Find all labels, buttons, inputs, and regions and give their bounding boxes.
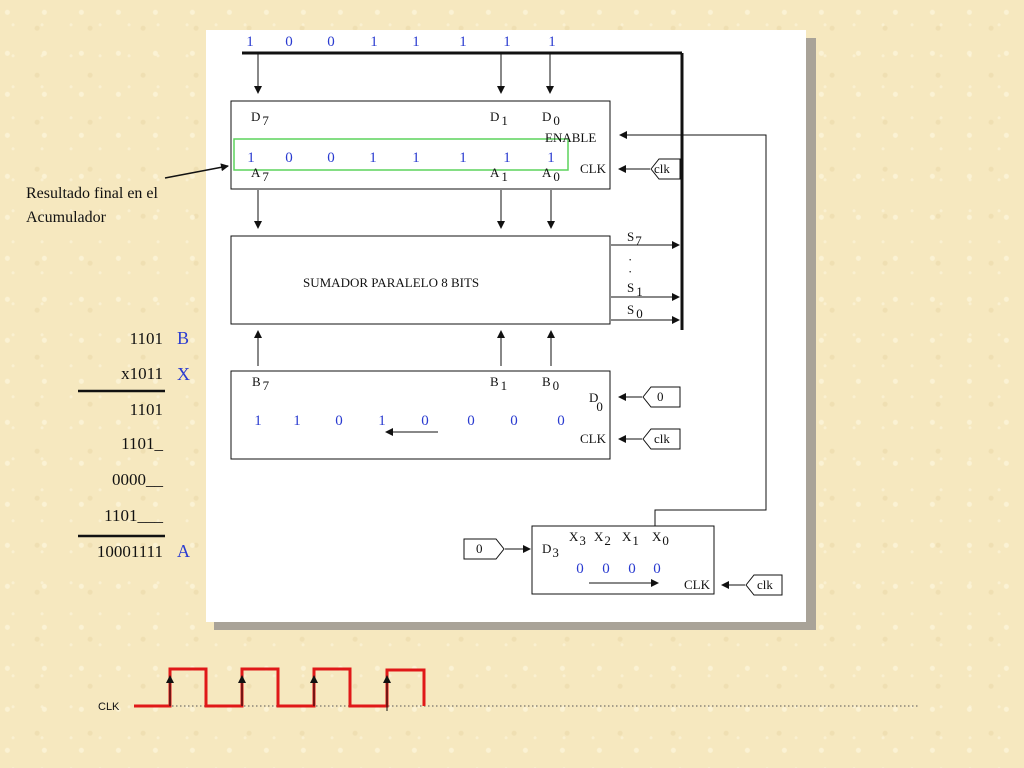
mult-label: A	[177, 541, 190, 561]
b-bit: 0	[421, 413, 429, 429]
accumulator-bits: 1 0 0 1 1 1 1 1	[247, 150, 555, 166]
mult-row: 10001111	[97, 542, 163, 561]
note-line-1: Resultado final en el	[26, 185, 159, 202]
acc-to-adder-arrows	[254, 190, 555, 229]
acc-bit: 1	[369, 150, 377, 166]
b-bit: 1	[254, 413, 262, 429]
top-bits: 1 0 0 1 1 1 1 1	[246, 34, 556, 50]
clk-tag: clk	[654, 431, 670, 446]
b-bit: 0	[335, 413, 343, 429]
acc-bit: 1	[247, 150, 255, 166]
feedback-bus	[242, 51, 684, 330]
mult-row: 1101	[130, 400, 163, 419]
x3-label: X3	[569, 529, 586, 548]
x1-label: X1	[622, 529, 639, 548]
x-bit: 0	[653, 561, 661, 577]
x-serial-input: 0	[463, 538, 531, 560]
mult-row: x1011	[121, 364, 163, 383]
acc-bit: 1	[547, 150, 555, 166]
top-bit: 1	[459, 34, 467, 50]
x-register-labels: X3 X2 X1 X0 D3 CLK	[542, 529, 711, 592]
x-bit: 0	[602, 561, 610, 577]
clk-tag: clk	[757, 577, 773, 592]
top-bit: 1	[370, 34, 378, 50]
acc-bit: 1	[503, 150, 511, 166]
mult-label: B	[177, 328, 189, 348]
top-bit: 0	[285, 34, 293, 50]
note-line-2: Acumulador	[26, 209, 107, 226]
s-dot: ·	[628, 252, 632, 267]
top-bit: 1	[246, 34, 254, 50]
x2-label: X2	[594, 529, 611, 548]
x-clk-label: CLK	[684, 577, 711, 592]
s-dot: ·	[628, 264, 632, 279]
b-register-bits: 1 1 0 1 0 0 0 0	[254, 413, 565, 429]
mult-row: 1101	[130, 329, 163, 348]
b-clk-label: CLK	[580, 431, 607, 446]
acc-bit: 0	[285, 150, 293, 166]
s7-label: S7	[627, 229, 642, 248]
x0-label: X0	[652, 529, 669, 548]
b-bit: 1	[293, 413, 301, 429]
x-bit: 0	[628, 561, 636, 577]
clock-waveform	[134, 667, 426, 708]
zero-tag: 0	[657, 389, 664, 404]
enable-label: ENABLE	[545, 130, 596, 145]
top-bit: 1	[548, 34, 556, 50]
b-bit: 1	[378, 413, 386, 429]
b-bit: 0	[557, 413, 565, 429]
b-bit: 0	[467, 413, 475, 429]
top-bit: 1	[412, 34, 420, 50]
mult-label: X	[177, 364, 190, 384]
enable-feedback-line	[619, 131, 767, 526]
b-bit: 0	[510, 413, 518, 429]
b-register	[230, 370, 611, 460]
mult-row: 1101___	[104, 506, 163, 525]
mult-row: 0000__	[112, 470, 164, 489]
multiplication-example: 1101 B x1011 X 1101 1101_ 0000__ 1101___…	[78, 328, 190, 561]
x-bit: 0	[576, 561, 584, 577]
x-clk-input: clk	[721, 574, 783, 596]
acc-clk-input: clk	[618, 158, 681, 180]
acc-bit: 0	[327, 150, 335, 166]
clock-edge-markers	[166, 675, 391, 711]
adder-label: SUMADOR PARALELO 8 BITS	[303, 275, 479, 290]
zero-tag: 0	[476, 541, 483, 556]
result-highlight	[233, 138, 569, 171]
b-clk-input: clk	[618, 428, 681, 450]
acc-clk-label: CLK	[580, 161, 607, 176]
parallel-adder	[230, 235, 611, 325]
timing-clk-label: CLK	[98, 701, 120, 713]
acc-bit: 1	[459, 150, 467, 166]
d3-label: D3	[542, 541, 559, 560]
top-bit: 0	[327, 34, 335, 50]
accumulator-register	[230, 100, 611, 190]
clk-tag: clk	[654, 161, 670, 176]
x-register-bits: 0 0 0 0	[576, 561, 661, 577]
acc-bit: 1	[412, 150, 420, 166]
top-bit: 1	[503, 34, 511, 50]
b-serial-input: 0	[618, 386, 681, 408]
mult-row: 1101_	[121, 434, 163, 453]
b-to-adder-arrows	[254, 330, 555, 366]
result-note: Resultado final en el Acumulador	[26, 163, 229, 226]
clock-timing-diagram: CLK	[98, 667, 918, 713]
